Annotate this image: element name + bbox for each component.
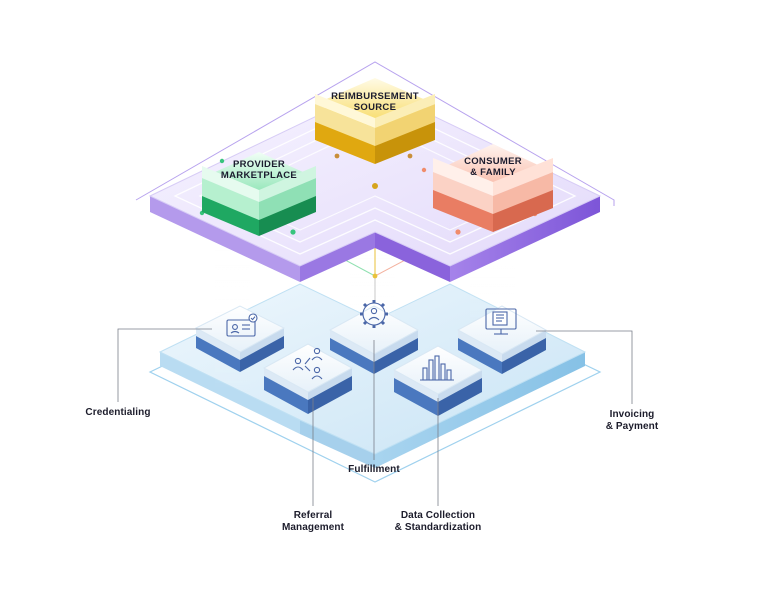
callout-invoicing-payment: Invoicing & Payment [605,409,659,432]
module-invoicing [456,305,548,374]
callout-credentialing: Credentialing [85,407,151,418]
credential-card-icon [226,313,258,337]
bar-chart-icon [420,355,454,381]
block-reimbursement-source [315,78,435,164]
callout-fulfillment: Fulfillment [348,464,400,475]
monitor-document-icon [485,308,517,335]
leader-lines [117,328,633,506]
module-data-collection [392,345,484,416]
block-provider-marketplace [202,152,316,236]
callout-referral-management: Referral Management [281,510,345,533]
referral-people-icon [292,347,323,380]
module-credentialing [194,305,286,372]
label-consumer-family: CONSUMER & FAMILY [464,156,522,178]
module-fulfillment [328,305,420,374]
block-consumer-family [433,144,553,232]
callout-data-collection: Data Collection & Standardization [394,510,482,533]
label-provider-marketplace: PROVIDER MARKETPLACE [220,159,298,181]
module-referral [262,343,354,414]
label-reimbursement-source: REIMBURSEMENT SOURCE [331,91,419,113]
gear-user-icon [360,300,388,328]
